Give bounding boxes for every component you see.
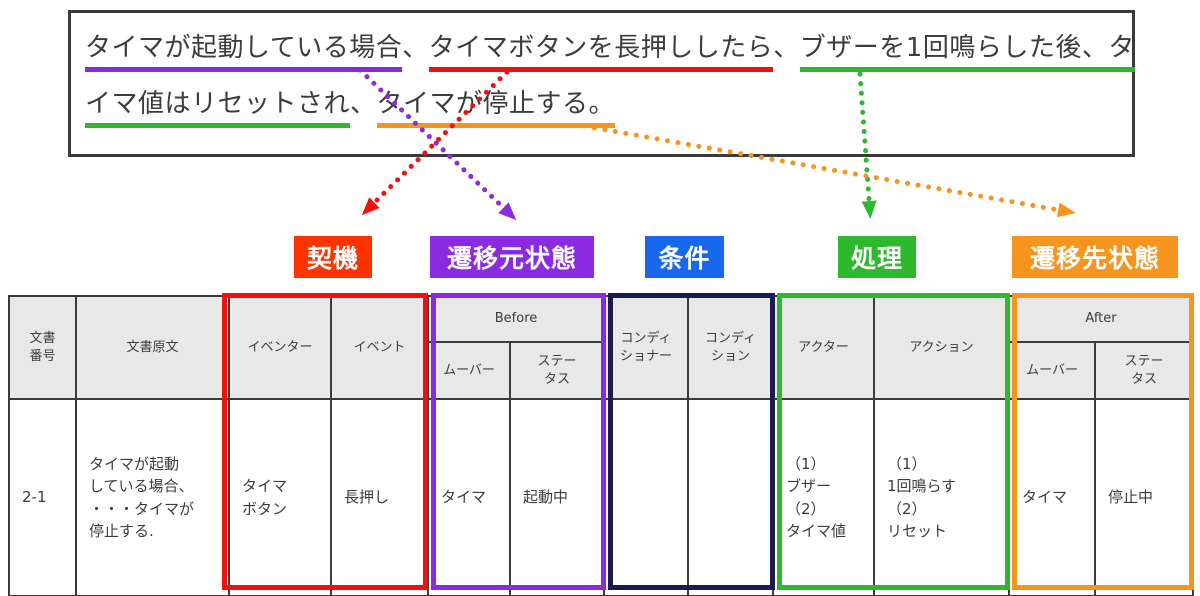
- analysis-table-wrapper: 文書 番号 文書原文 イベンター イベント Before コンディ ショナー コ…: [8, 295, 1195, 596]
- underlined-sentence-segment: タイマが停止する。: [376, 83, 616, 128]
- underlined-sentence-segment: ブザーを1回鳴らした後、タ: [799, 27, 1135, 72]
- cell-event: 長押し: [330, 398, 429, 596]
- cell-before-status: 起動中: [508, 398, 606, 596]
- sentence-segment: 、: [350, 89, 377, 119]
- header-conditioner: コンディ ショナー: [603, 295, 690, 400]
- analysis-table: 文書 番号 文書原文 イベンター イベント Before コンディ ショナー コ…: [8, 295, 1195, 596]
- header-before-mover: ムーバー: [427, 341, 511, 400]
- header-doc-text: 文書原文: [75, 295, 230, 400]
- sentence-line-1: タイマが起動している場合、タイマボタンを長押ししたら、ブザーを1回鳴らした後、タ: [85, 27, 1135, 72]
- cell-after-mover: タイマ: [1008, 398, 1097, 596]
- header-actor: アクター: [772, 295, 876, 400]
- header-after-mover: ムーバー: [1008, 341, 1097, 400]
- source-sentence-box: タイマが起動している場合、タイマボタンを長押ししたら、ブザーを1回鳴らした後、タ…: [68, 10, 1135, 157]
- header-eventer: イベンター: [228, 295, 332, 400]
- header-after-status: ステー タス: [1094, 341, 1195, 400]
- header-action: アクション: [873, 295, 1011, 400]
- condition-label: 条件: [645, 236, 724, 278]
- underlined-sentence-segment: タイマボタンを長押ししたら: [428, 27, 774, 72]
- underlined-sentence-segment: イマ値はリセットされ: [85, 83, 351, 128]
- header-before-status: ステー タス: [508, 341, 606, 400]
- cell-eventer: タイマ ボタン: [228, 398, 332, 596]
- underlined-sentence-segment: タイマが起動している場合: [85, 27, 403, 72]
- transition-target-state-label: 遷移先状態: [1012, 236, 1178, 278]
- cell-conditioner: [603, 398, 690, 596]
- cell-condition: [687, 398, 775, 596]
- sentence-segment: 、: [773, 33, 800, 63]
- process-label: 処理: [838, 236, 916, 278]
- trigger-label: 契機: [294, 236, 372, 278]
- transition-source-state-label: 遷移元状態: [430, 236, 594, 278]
- cell-doc-no: 2-1: [8, 398, 77, 596]
- table-row: 2-1 タイマが起動 している場合、 ・・・タイマが 停止する. タイマ ボタン…: [8, 398, 1195, 596]
- cell-before-mover: タイマ: [427, 398, 511, 596]
- header-event: イベント: [330, 295, 429, 400]
- cell-after-status: 停止中: [1094, 398, 1195, 596]
- cell-actor: （1） ブザー （2） タイマ値: [772, 398, 876, 596]
- sentence-segment: 、: [402, 33, 429, 63]
- sentence-line-2: イマ値はリセットされ、タイマが停止する。: [85, 83, 616, 128]
- header-condition: コンディ ション: [687, 295, 775, 400]
- cell-action: （1） 1回鳴らす （2） リセット: [873, 398, 1011, 596]
- header-after-group: After: [1008, 295, 1195, 343]
- cell-doc-text: タイマが起動 している場合、 ・・・タイマが 停止する.: [75, 398, 230, 596]
- header-doc-no: 文書 番号: [8, 295, 77, 400]
- header-before-group: Before: [426, 295, 606, 343]
